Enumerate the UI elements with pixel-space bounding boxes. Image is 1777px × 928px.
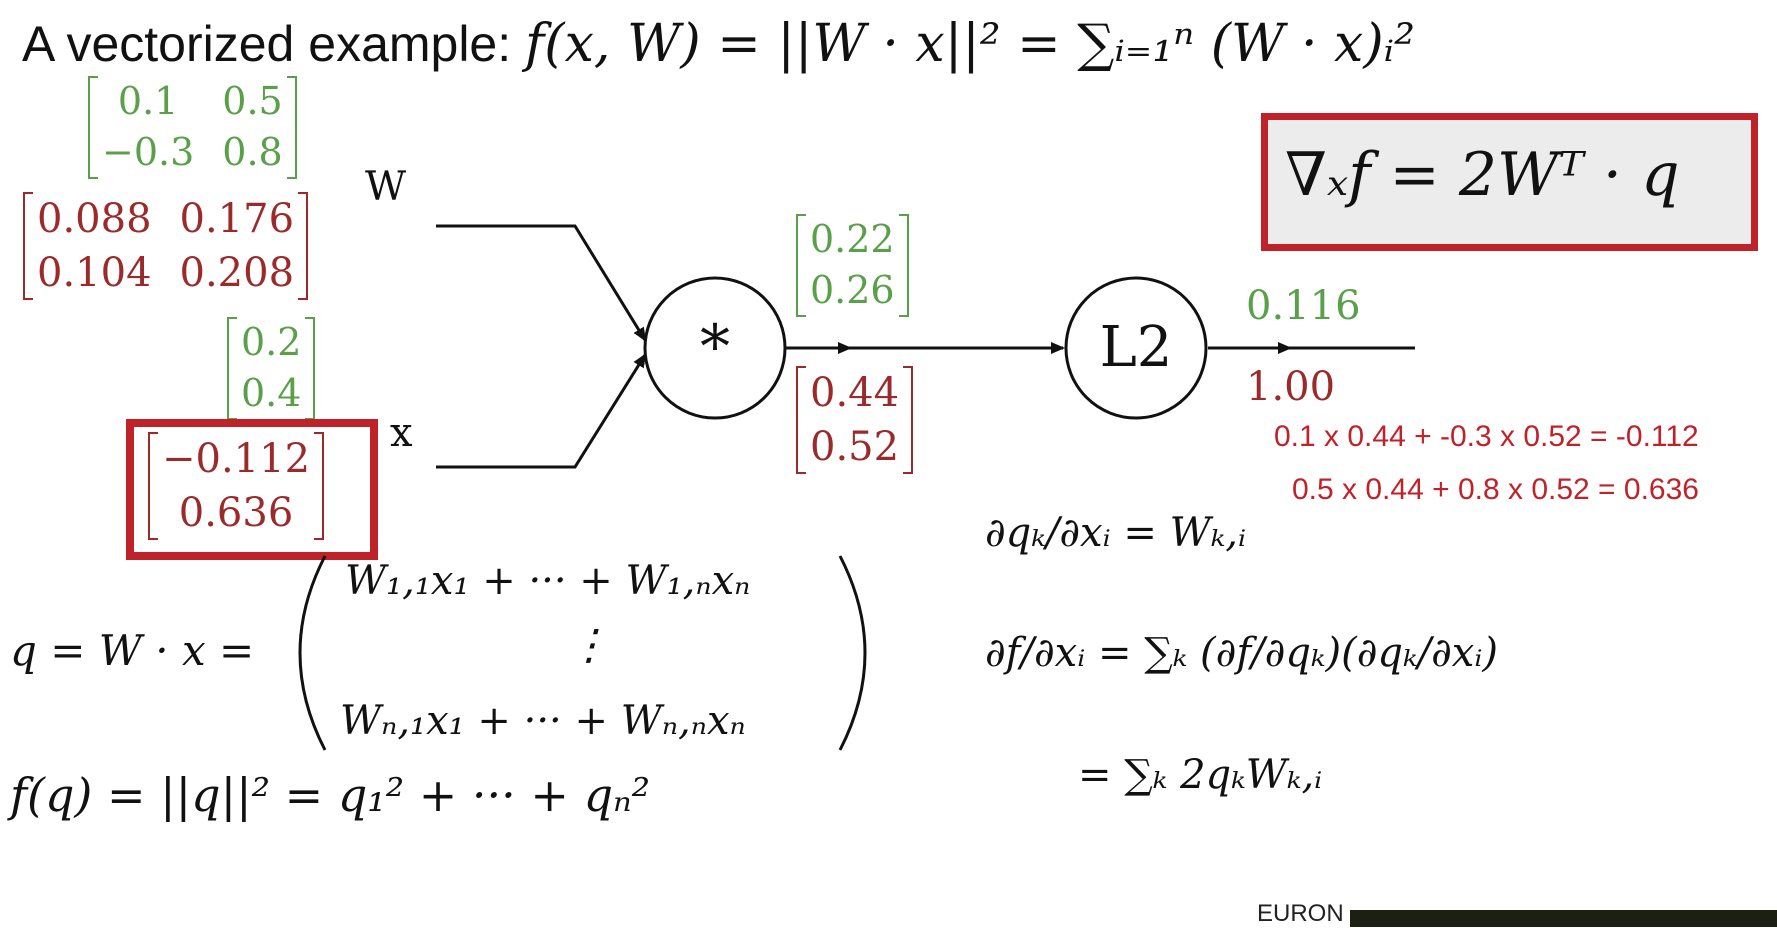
note-line-2: 0.5 x 0.44 + 0.8 x 0.52 = 0.636 bbox=[1292, 473, 1699, 506]
vector-cell: 0.4 bbox=[241, 371, 302, 416]
vector-cell: 0.52 bbox=[810, 424, 900, 470]
x-grad-vector: −0.112 0.636 bbox=[148, 432, 325, 540]
bracket-left bbox=[23, 192, 33, 300]
w-label: W bbox=[365, 164, 407, 210]
x-grad-highlight-box bbox=[126, 419, 378, 560]
output-value: 0.116 bbox=[1246, 283, 1361, 329]
q-equation-parens bbox=[298, 555, 867, 751]
q-grad-vector: 0.44 0.52 bbox=[796, 366, 914, 474]
vector-cell: 0.22 bbox=[810, 217, 895, 261]
slide-title-text: A vectorized example: bbox=[22, 16, 526, 72]
gradient-formula: ∇ₓf = 2Wᵀ · q bbox=[1285, 140, 1680, 210]
bracket-right bbox=[286, 76, 297, 179]
multiply-node bbox=[643, 276, 787, 420]
matrix-cell: 0.1 bbox=[117, 79, 179, 123]
q-equation-row-n: Wₙ,₁x₁ + ··· + Wₙ,ₙxₙ bbox=[340, 698, 746, 744]
multiply-node-label: * bbox=[700, 312, 730, 382]
matrix-cell: 0.208 bbox=[179, 250, 295, 296]
x-input-wire bbox=[436, 353, 647, 469]
x-label: x bbox=[390, 410, 413, 456]
gradient-formula-box bbox=[1261, 113, 1758, 251]
df-dx-equation: ∂f/∂xᵢ = ∑ₖ (∂f/∂qₖ)(∂qₖ/∂xᵢ) bbox=[985, 630, 1498, 676]
dq-dx-equation: ∂qₖ/∂xᵢ = Wₖ,ᵢ bbox=[985, 510, 1247, 556]
vector-cell: 0.2 bbox=[241, 320, 302, 364]
bracket-right bbox=[305, 317, 316, 420]
q-equation-lhs: q = W · x = bbox=[10, 626, 255, 675]
w-value-matrix: 0.1 0.5 −0.3 0.8 bbox=[88, 76, 297, 179]
bracket-left bbox=[88, 76, 98, 179]
bracket-left bbox=[796, 366, 806, 474]
bracket-right bbox=[903, 366, 914, 474]
bracket-right bbox=[898, 214, 909, 317]
vector-cell: −0.112 bbox=[162, 436, 311, 482]
w-input-wire bbox=[436, 224, 647, 342]
note-line-1: 0.1 x 0.44 + -0.3 x 0.52 = -0.112 bbox=[1274, 420, 1699, 453]
w-grad-matrix: 0.088 0.176 0.104 0.208 bbox=[23, 192, 309, 300]
slide-title-formula: f(x, W) = ||W · x||² = ∑ᵢ₌₁ⁿ (W · x)ᵢ² bbox=[525, 14, 1415, 74]
vector-cell: 0.44 bbox=[810, 370, 900, 416]
l2-node bbox=[1064, 276, 1208, 420]
matrix-cell: 0.104 bbox=[37, 250, 152, 296]
slide-title: A vectorized example: f(x, W) = ||W · x|… bbox=[22, 14, 1415, 74]
matrix-cell: −0.3 bbox=[102, 130, 195, 175]
output-grad: 1.00 bbox=[1246, 364, 1336, 410]
matrix-cell: 0.176 bbox=[179, 196, 295, 242]
f-equation: f(q) = ||q||² = q₁² + ··· + qₙ² bbox=[10, 768, 651, 822]
footer-bar bbox=[1350, 910, 1777, 927]
bracket-right bbox=[314, 432, 325, 540]
q-equation-dots: ⋮ bbox=[568, 620, 610, 669]
q-value-vector: 0.22 0.26 bbox=[796, 214, 909, 317]
l2-node-label: L2 bbox=[1099, 315, 1173, 380]
matrix-cell: 0.088 bbox=[37, 196, 152, 242]
bracket-left bbox=[148, 432, 158, 540]
matrix-cell: 0.5 bbox=[222, 79, 283, 123]
footer-brand: EURON bbox=[1257, 900, 1344, 927]
q-equation-row-1: W₁,₁x₁ + ··· + W₁,ₙxₙ bbox=[345, 558, 751, 604]
bracket-left bbox=[227, 317, 237, 420]
bracket-right bbox=[298, 192, 309, 300]
df-dx-equation-result: = ∑ₖ 2qₖWₖ,ᵢ bbox=[1078, 752, 1323, 798]
x-value-vector: 0.2 0.4 bbox=[227, 317, 316, 420]
bracket-left bbox=[796, 214, 806, 317]
matrix-cell: 0.8 bbox=[222, 130, 283, 175]
vector-cell: 0.636 bbox=[178, 490, 294, 536]
vector-cell: 0.26 bbox=[810, 268, 895, 313]
